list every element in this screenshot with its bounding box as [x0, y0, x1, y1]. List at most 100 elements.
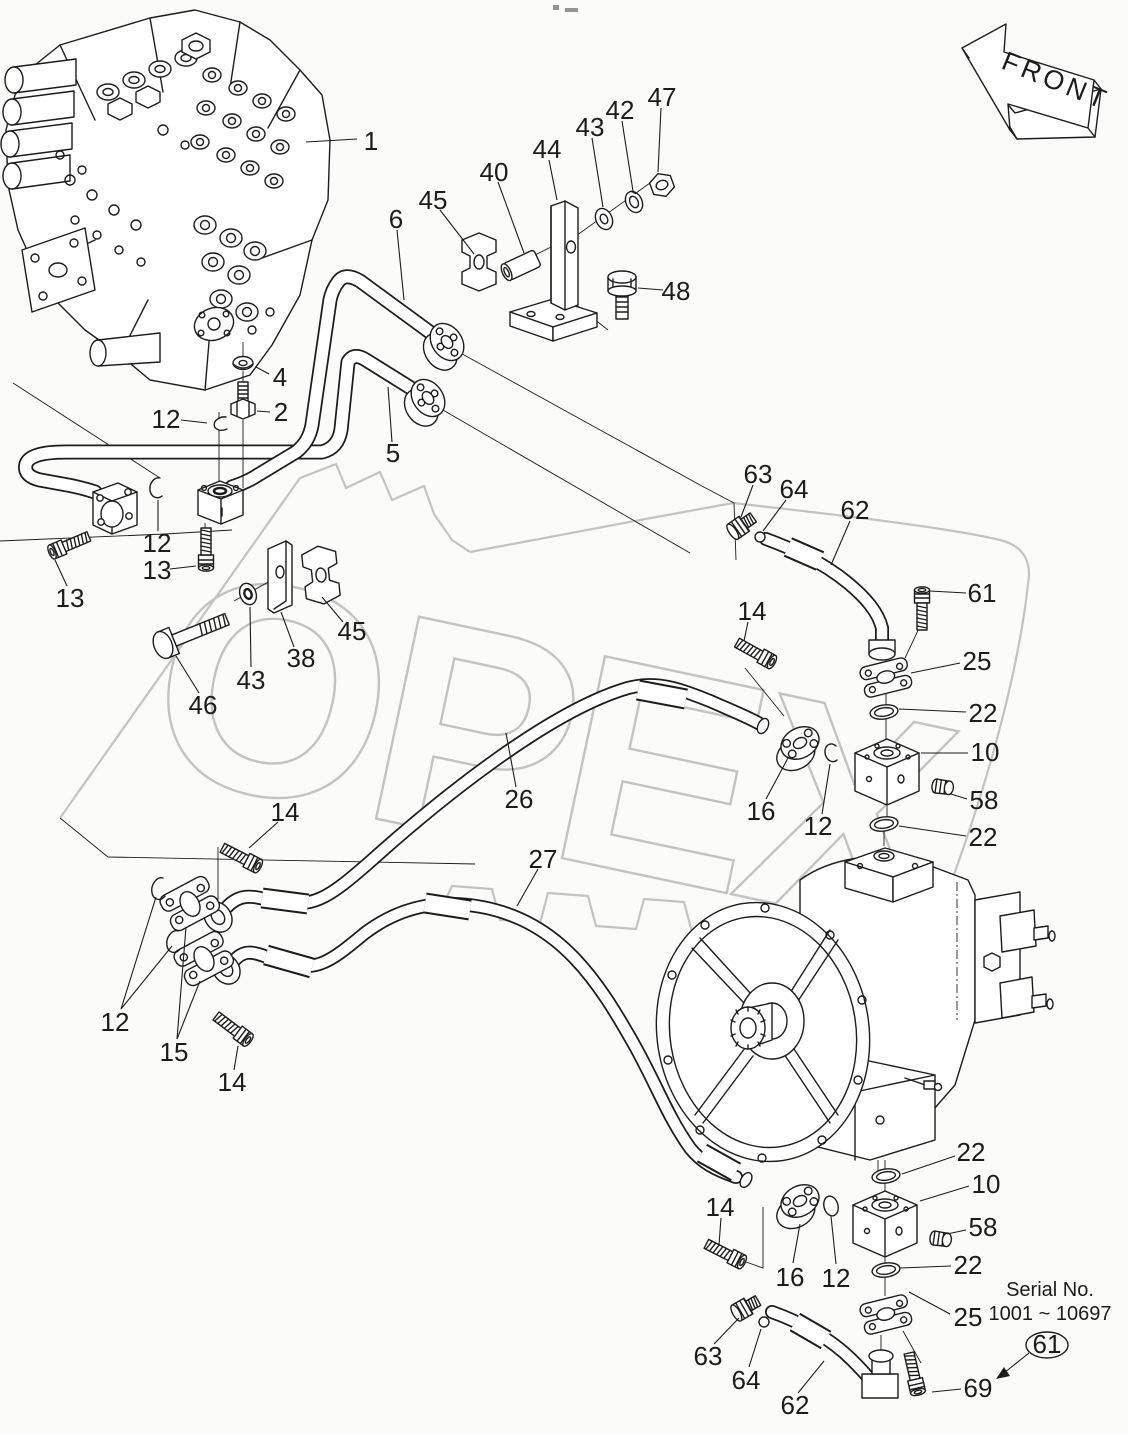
callout-leader-22-37 [898, 825, 967, 837]
front-arrow: FRONT [961, 23, 1114, 140]
watermark-teeth-top [299, 462, 471, 553]
callout-44-4: 44 [533, 134, 562, 164]
callout-leader-42-6 [621, 120, 634, 192]
serial-badge-number: 61 [1033, 1329, 1062, 1359]
callout-22-37: 22 [969, 822, 998, 852]
hose-26 [203, 678, 770, 933]
pipe-5-flange [403, 378, 446, 427]
oring-22-d [870, 1260, 902, 1280]
callout-leader-47-7 [657, 107, 662, 173]
serial-note-line1: Serial No. [1006, 1279, 1094, 1301]
callout-leader-12-11 [180, 419, 208, 424]
pipe-5 [18, 349, 446, 500]
callout-leader-58-33 [950, 793, 968, 800]
callout-leader-12-23 [120, 945, 173, 1010]
callout-5-12: 5 [386, 438, 400, 468]
washer-42 [624, 190, 644, 214]
callout-15-24: 15 [160, 1037, 189, 1067]
callout-42-6: 42 [606, 95, 635, 125]
callout-58-33: 58 [970, 785, 999, 815]
pump-top-block [844, 847, 934, 903]
callout-leader-1-0 [305, 138, 358, 143]
callout-43-18: 43 [237, 665, 266, 695]
serial-note: Serial No. 1001 ~ 10697 61 [989, 1279, 1111, 1379]
bolt-69 [900, 1350, 927, 1398]
callout-10-39: 10 [972, 1169, 1001, 1199]
callout-13-15: 13 [143, 555, 172, 585]
callout-leader-15-24 [176, 926, 187, 1040]
front-arrow-face [961, 23, 1095, 131]
callout-25-30: 25 [963, 646, 992, 676]
plate-38 [267, 540, 293, 614]
hose-62-lower [765, 1305, 899, 1399]
callout-26-20: 26 [505, 784, 534, 814]
bolt-2 [230, 381, 256, 420]
callout-leader-64-47 [748, 1328, 762, 1368]
callout-12-45: 12 [822, 1263, 851, 1293]
callout-13-13: 13 [56, 583, 85, 613]
pump-mounting-flange [655, 901, 871, 1163]
callout-12-11: 12 [152, 404, 181, 434]
nut-47 [648, 173, 676, 197]
callout-14-43: 14 [706, 1192, 735, 1222]
oring-22-c [870, 1166, 902, 1186]
port-block-10-upper [854, 738, 920, 806]
callout-leader-5-12 [387, 386, 393, 443]
oring-12-left [149, 477, 163, 499]
callout-leader-13-13 [54, 559, 68, 587]
callout-22-41: 22 [954, 1250, 983, 1280]
callout-leader-14-25 [233, 1045, 239, 1071]
flange-block-center [197, 480, 244, 525]
washer-43-top [594, 207, 614, 231]
callout-12-34: 12 [804, 811, 833, 841]
bolt-13-center [197, 527, 215, 572]
callout-69-49: 69 [964, 1373, 993, 1403]
callout-leader-12-34 [821, 763, 831, 815]
callout-leader-40-3 [497, 181, 525, 254]
callout-leader-26-20 [505, 732, 517, 788]
callout-1-0: 1 [364, 126, 378, 156]
pump-splined-shaft [730, 1002, 773, 1050]
flange-block-left [92, 482, 138, 535]
callout-leader-63-26 [740, 484, 754, 518]
oring-12-upper-right [824, 743, 838, 763]
oring-12-hose-lower [166, 930, 181, 954]
oring-12-hose-upper [151, 877, 166, 901]
callout-12-14: 12 [143, 528, 172, 558]
upper-port-group [723, 509, 956, 846]
plug-63-lower [728, 1292, 764, 1324]
oring-64-lower [758, 1316, 770, 1328]
bolt-48 [607, 270, 637, 320]
valve-small-bolts [55, 124, 190, 267]
callout-leader-22-31 [898, 708, 967, 713]
callout-leader-62-48 [797, 1360, 825, 1394]
callout-63-46: 63 [694, 1341, 723, 1371]
clamp-45-top [461, 232, 497, 292]
callout-leader-63-46 [713, 1317, 740, 1345]
serial-badge-arrow-line [1003, 1352, 1030, 1374]
callout-leader-10-39 [919, 1185, 970, 1202]
valve-left-cylinders [0, 58, 77, 190]
callout-16-44: 16 [776, 1262, 805, 1292]
hose-62-upper [759, 532, 896, 661]
callout-14-22: 14 [271, 797, 300, 827]
bracket-44 [509, 200, 598, 342]
callout-6-1: 6 [389, 204, 403, 234]
callout-leader-14-36 [743, 621, 749, 642]
callout-leader-2-10 [256, 410, 271, 413]
control-valve-assembly [0, 9, 331, 391]
callout-leader-6-1 [396, 229, 405, 301]
serial-badge-arrow-head [996, 1367, 1010, 1379]
callout-16-35: 16 [747, 796, 776, 826]
callout-22-31: 22 [969, 698, 998, 728]
watermark-border-left [59, 477, 301, 819]
callout-43-5: 43 [576, 112, 605, 142]
callout-leader-43-18 [249, 606, 252, 668]
callout-leader-27-21 [516, 868, 539, 907]
pump-right-valves [956, 882, 1056, 1024]
callout-2-10: 2 [274, 397, 288, 427]
stray-marks [553, 5, 578, 12]
